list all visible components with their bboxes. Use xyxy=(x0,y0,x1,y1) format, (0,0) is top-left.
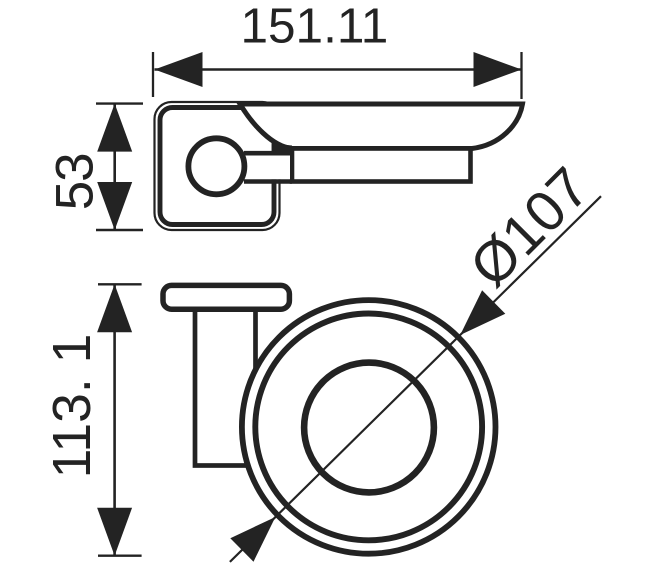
svg-text:53: 53 xyxy=(45,154,104,211)
svg-text:113. 1: 113. 1 xyxy=(43,334,102,479)
svg-text:151.11: 151.11 xyxy=(241,0,389,54)
svg-text:Ø107: Ø107 xyxy=(458,155,602,299)
